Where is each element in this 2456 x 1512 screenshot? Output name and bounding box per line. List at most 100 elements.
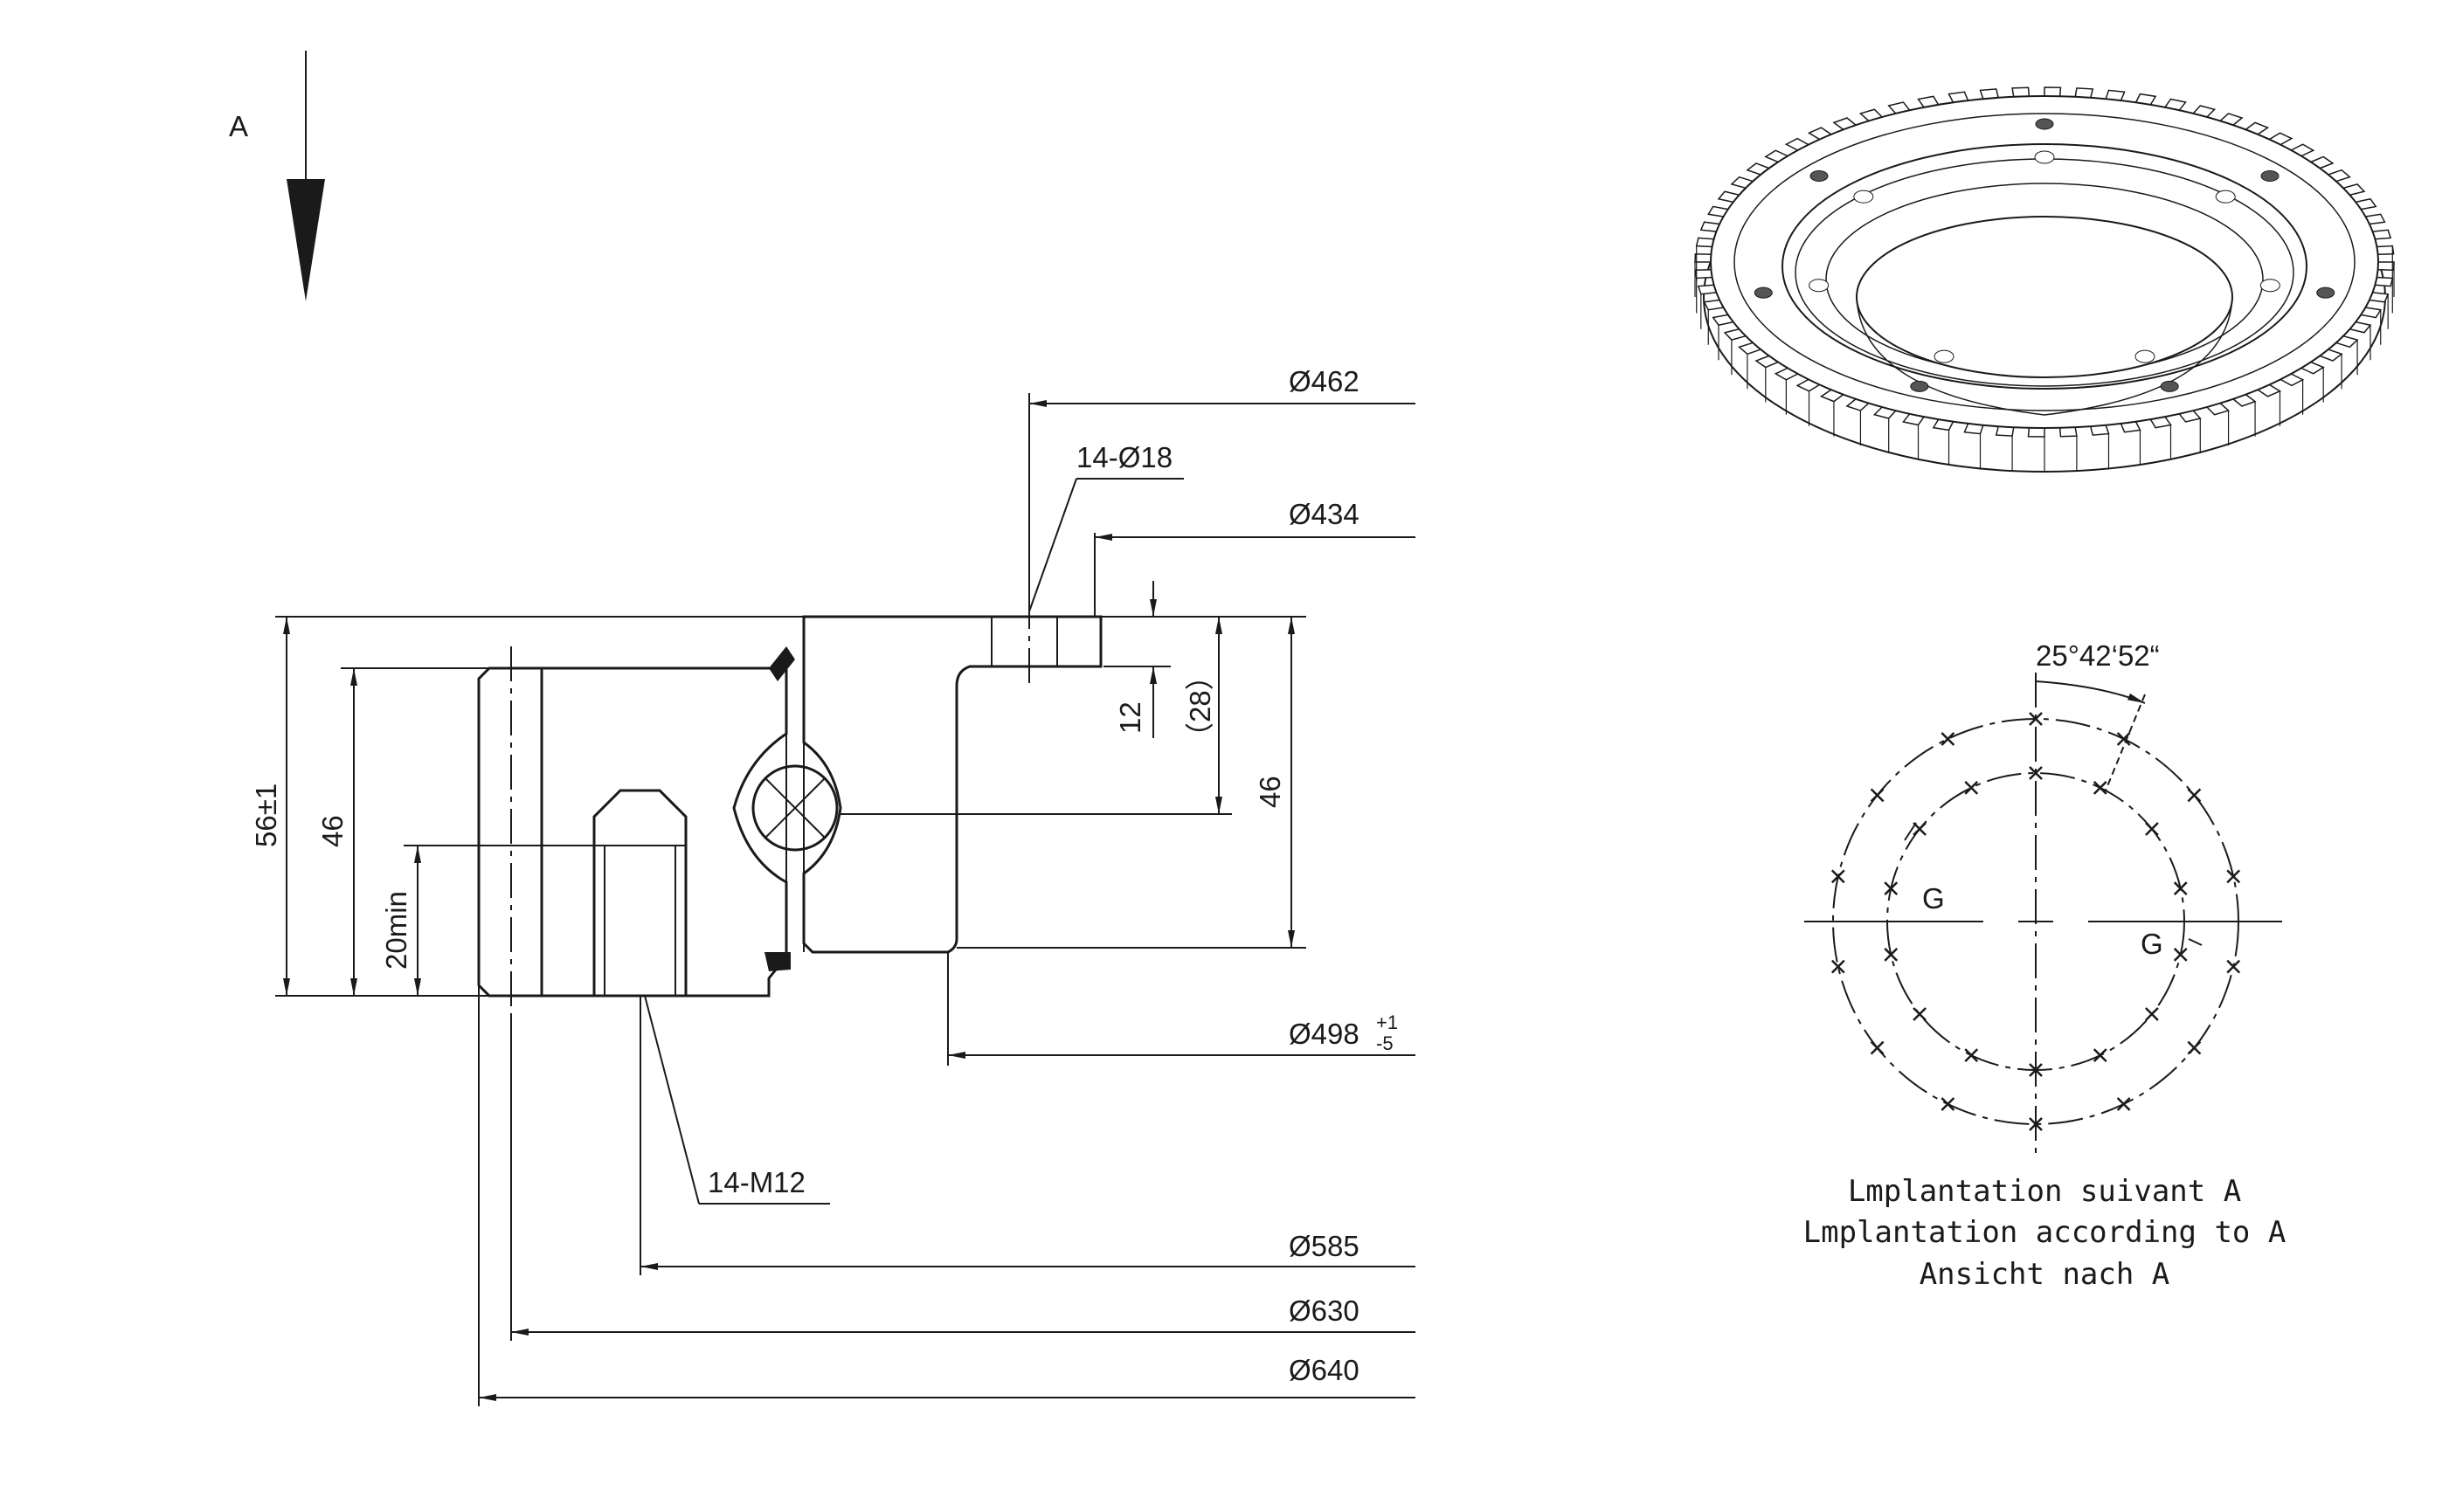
gear-inner-bolt-hole bbox=[1853, 190, 1874, 204]
gear-tooth bbox=[1694, 252, 1712, 263]
gear-tooth bbox=[2377, 261, 2395, 272]
gear-tooth bbox=[1917, 95, 1940, 108]
gear-tooth bbox=[1707, 205, 1728, 217]
gear-tooth bbox=[2058, 427, 2078, 438]
dim-46-right: 46 bbox=[1254, 776, 1286, 808]
gear-tooth bbox=[2134, 93, 2157, 106]
inner-hole-mark bbox=[2145, 1007, 2159, 1021]
outer-hole-mark bbox=[1830, 959, 1845, 974]
outer-hole-mark bbox=[2029, 1117, 2043, 1131]
outer-hole-mark bbox=[2029, 712, 2043, 726]
inner-hole-mark bbox=[2145, 822, 2159, 836]
gear-outer-bolt-hole bbox=[2160, 380, 2179, 392]
outer-ring-hatched bbox=[540, 666, 788, 998]
inner-hole-mark bbox=[1913, 822, 1927, 836]
gear-outer-bolt-hole bbox=[2316, 287, 2335, 299]
dim-56: 56±1 bbox=[250, 784, 282, 847]
inner-hole-mark bbox=[2173, 947, 2188, 962]
gear-outer-bolt-hole bbox=[2035, 118, 2054, 130]
dim-28: （28） bbox=[1184, 661, 1216, 751]
outer-hole-mark bbox=[2226, 869, 2241, 884]
g-label-left: G bbox=[1922, 882, 1945, 915]
outer-hole-mark bbox=[2187, 1040, 2202, 1055]
gear-tooth bbox=[2027, 427, 2045, 438]
inner-hole-mark bbox=[1884, 881, 1899, 896]
gear-tooth bbox=[1695, 237, 1714, 248]
g-label-right: G bbox=[2141, 928, 2163, 960]
gear-3d-illustration bbox=[1694, 86, 2395, 473]
gear-tooth bbox=[1963, 423, 1984, 435]
dim-holes-18: 14-Ø18 bbox=[1076, 441, 1173, 473]
gear-tooth bbox=[1697, 284, 1717, 295]
gear-tooth bbox=[2011, 86, 2031, 97]
view-arrow-label: A bbox=[229, 110, 248, 142]
dim-d462: Ø462 bbox=[1289, 365, 1359, 397]
outer-hole-mark bbox=[2226, 959, 2241, 974]
dim-20min: 20min bbox=[380, 891, 412, 970]
gear-tooth bbox=[2090, 425, 2110, 436]
dim-d498: Ø498 bbox=[1289, 1018, 1359, 1050]
dim-d498-tol-upper: +1 bbox=[1376, 1011, 1398, 1033]
gear-outer-bolt-hole bbox=[2260, 169, 2280, 182]
outer-hole-mark bbox=[2187, 788, 2202, 803]
outer-hole-mark bbox=[2116, 1097, 2131, 1111]
gear-tooth bbox=[1699, 221, 1720, 232]
gear-tooth bbox=[2369, 292, 2390, 303]
gear-tooth bbox=[1932, 418, 1954, 432]
gear-tooth bbox=[1703, 299, 1724, 311]
inner-hole-mark bbox=[1913, 1007, 1927, 1021]
gear-inner-bolt-hole bbox=[1934, 349, 1954, 363]
gear-outer-bolt-hole bbox=[1754, 287, 1773, 299]
threaded-hole bbox=[592, 789, 688, 998]
inner-hole-mark bbox=[2029, 766, 2043, 780]
inner-hole-mark bbox=[2093, 780, 2107, 795]
gear-tooth bbox=[2120, 421, 2141, 433]
caption-line-1: Lmplantation suivant A bbox=[1848, 1174, 2241, 1209]
inner-hole-mark bbox=[2029, 1063, 2043, 1077]
gear-tooth bbox=[2349, 321, 2372, 334]
gear-tooth bbox=[2356, 197, 2377, 211]
dim-d630: Ø630 bbox=[1289, 1295, 1359, 1327]
gear-tooth bbox=[2376, 245, 2395, 255]
gear-tooth bbox=[2372, 229, 2392, 240]
dim-d434: Ø434 bbox=[1289, 498, 1359, 530]
gear-inner-bolt-hole bbox=[2259, 279, 2280, 293]
dim-d640: Ø640 bbox=[1289, 1354, 1359, 1386]
inner-hole-mark bbox=[1884, 947, 1899, 962]
cross-section bbox=[477, 594, 1103, 1013]
hole-pattern-view: 25°42‘52“ G G bbox=[1804, 639, 2282, 1157]
gear-tooth bbox=[2365, 213, 2386, 225]
gear-tooth bbox=[1712, 314, 1733, 327]
gear-tooth bbox=[1979, 88, 1999, 100]
gear-tooth bbox=[1694, 269, 1712, 280]
dimension-lines bbox=[275, 393, 1415, 1406]
gear-tooth bbox=[1717, 190, 1740, 204]
inner-hole-mark bbox=[2093, 1048, 2107, 1063]
gear-outer-bolt-hole bbox=[1910, 380, 1929, 392]
gear-tooth bbox=[2105, 89, 2126, 101]
angle-label: 25°42‘52“ bbox=[2036, 639, 2160, 672]
gear-tooth bbox=[1948, 91, 1969, 103]
dimension-labels: Ø462 14-Ø18 Ø434 12 （28） 46 Ø498 +1 -5 5… bbox=[250, 365, 1398, 1386]
gear-tooth bbox=[2044, 86, 2062, 97]
ball bbox=[751, 764, 839, 852]
gear-tooth bbox=[2149, 416, 2172, 429]
outer-hole-mark bbox=[1941, 732, 1955, 746]
gear-inner-bolt-hole bbox=[2215, 190, 2236, 204]
inner-hole-mark bbox=[2173, 881, 2188, 896]
inner-hole-mark bbox=[1964, 780, 1979, 795]
outer-hole-mark bbox=[1830, 869, 1845, 884]
dim-12: 12 bbox=[1114, 701, 1146, 734]
outer-hole-mark bbox=[1870, 1040, 1885, 1055]
view-arrow-a: A bbox=[229, 51, 325, 301]
gear-inner-bolt-hole bbox=[2034, 150, 2055, 164]
caption: Lmplantation suivant A Lmplantation acco… bbox=[1803, 1174, 2287, 1292]
gear-tooth bbox=[2074, 87, 2094, 99]
outer-hole-mark bbox=[1941, 1097, 1955, 1111]
gear-tooth bbox=[1995, 425, 2015, 437]
inner-hole-mark bbox=[1964, 1048, 1979, 1063]
dim-d498-tol-lower: -5 bbox=[1376, 1032, 1394, 1054]
dim-d585: Ø585 bbox=[1289, 1230, 1359, 1262]
outer-hole-mark bbox=[2116, 732, 2131, 746]
